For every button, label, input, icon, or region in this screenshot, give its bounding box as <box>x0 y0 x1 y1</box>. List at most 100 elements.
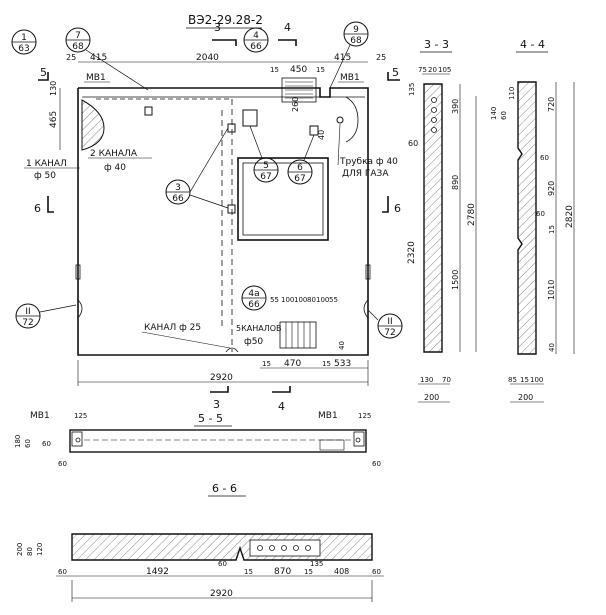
s5-label-mb1-left: МВ1 <box>30 411 50 421</box>
callout-3-66: 3 66 <box>165 127 229 209</box>
section-3-3: 3 - 3 75 20 105 135 390 60 890 2780 2320… <box>407 38 477 403</box>
label-dlya-gaza: ДЛЯ ГАЗА <box>342 169 389 179</box>
callout-9-sheet: 68 <box>350 36 362 46</box>
callout-3-number: 3 <box>175 183 181 193</box>
s5-dim-60-d: 60 <box>372 460 381 468</box>
callout-4-sheet: 66 <box>250 42 262 52</box>
s5-label-mb1-right: МВ1 <box>318 411 338 421</box>
dim-15-c: 15 <box>262 360 271 368</box>
callouts: 1 63 7 68 4 66 9 68 3 66 <box>11 21 403 339</box>
hatched-insert <box>81 99 105 151</box>
s5-dim-60-b: 60 <box>42 440 51 448</box>
bottom-channels <box>279 321 317 349</box>
section-4-4-title: 4 - 4 <box>520 38 545 51</box>
section-markers: 3 4 5 5 6 6 3 4 <box>34 21 401 413</box>
dim-130: 130 <box>49 81 58 96</box>
s3-dim-60: 60 <box>408 139 418 148</box>
s3-dim-130: 130 <box>420 376 433 384</box>
s3-dim-2320: 2320 <box>407 241 417 264</box>
callout-9-68: 9 68 <box>329 21 369 89</box>
label-mb1-left: МВ1 <box>86 73 106 83</box>
s6-dim-60-c: 60 <box>372 568 381 576</box>
label-phi50-bottom: ф50 <box>244 337 263 347</box>
callout-7-68: 7 68 <box>65 27 149 91</box>
callout-II-72-left: II 72 <box>15 303 77 329</box>
callout-6-sheet: 67 <box>294 174 305 184</box>
s3-dim-390: 390 <box>451 99 460 114</box>
callout-4-number: 4 <box>253 31 259 41</box>
s6-dim-120: 120 <box>36 543 44 556</box>
s6-dim-15-a: 15 <box>244 568 253 576</box>
s3-dim-2780: 2780 <box>467 203 477 226</box>
callout-5-67: 5 67 <box>249 125 279 183</box>
dim-40-b: 40 <box>338 341 346 350</box>
s4-dim-1010: 1010 <box>547 280 556 300</box>
s4-dim-85: 85 <box>508 376 517 384</box>
label-2-kanala: 2 КАНАЛА <box>90 149 138 159</box>
section-mark-3-top: 3 <box>214 21 221 34</box>
callout-II-left-number: II <box>25 307 30 317</box>
dim-533: 533 <box>334 359 351 369</box>
s3-dim-135: 135 <box>408 83 416 96</box>
section-mark-5-left: 5 <box>40 66 47 79</box>
main-elevation <box>75 77 371 356</box>
section-mark-6-left: 6 <box>34 202 41 215</box>
s5-dim-60-c: 60 <box>58 460 67 468</box>
s4-dim-100: 100 <box>530 376 543 384</box>
section-5-5-title: 5 - 5 <box>198 412 223 425</box>
label-mb1-right: МВ1 <box>340 73 360 83</box>
s4-dim-40: 40 <box>548 343 556 352</box>
callout-1-sheet: 63 <box>18 44 29 54</box>
s4-dim-60-b: 60 <box>540 154 549 162</box>
dim-415-left: 415 <box>90 53 107 63</box>
vent-grille <box>281 77 317 103</box>
main-dimensions: 25 415 2040 15 450 15 415 25 130 465 260… <box>49 53 386 386</box>
s3-dim-1500: 1500 <box>451 270 460 290</box>
callout-II-72-right: II 72 <box>367 309 403 339</box>
s4-dim-140: 140 <box>490 107 498 120</box>
s4-dim-110: 110 <box>508 87 516 100</box>
label-trubka: Трубка ф 40 <box>339 157 398 167</box>
section-5-5: 5 - 5 МВ1 МВ1 125 125 180 60 60 60 60 <box>14 411 381 468</box>
s6-dim-200: 200 <box>16 543 24 556</box>
s5-dim-180: 180 <box>14 435 22 448</box>
s4-dim-920: 920 <box>547 181 556 196</box>
s6-dim-60-b: 60 <box>218 560 227 568</box>
callout-6-number: 6 <box>297 163 303 173</box>
dim-15-b: 15 <box>316 66 325 74</box>
callout-1-63: 1 63 <box>11 29 37 55</box>
s4-dim-2820: 2820 <box>565 205 575 228</box>
dim-260: 260 <box>291 97 300 112</box>
dim-55-a: 55 <box>270 296 279 304</box>
label-kanal-25: КАНАЛ ф 25 <box>144 323 201 333</box>
label-phi40: ф 40 <box>104 163 126 173</box>
section-6-6: 6 - 6 200 80 120 60 1492 60 15 870 15 13… <box>16 482 384 602</box>
callout-1-number: 1 <box>21 33 27 43</box>
dim-25-right: 25 <box>376 53 386 62</box>
s4-dim-200: 200 <box>518 393 533 402</box>
callout-4-66: 4 66 <box>243 27 269 53</box>
callout-7-sheet: 68 <box>72 42 84 52</box>
s6-dim-15-b: 15 <box>304 568 313 576</box>
dim-40: 40 <box>317 130 326 140</box>
s6-dim-1492: 1492 <box>146 567 169 577</box>
callout-7-number: 7 <box>75 31 81 41</box>
callout-II-right-sheet: 72 <box>384 328 395 338</box>
dim-2920-main: 2920 <box>210 373 233 383</box>
callout-4a-sheet: 66 <box>248 300 260 310</box>
callout-4a-66: 4а 66 <box>241 285 267 311</box>
dim-100-b: 100 <box>294 296 307 304</box>
s5-dim-60-a: 60 <box>24 439 32 448</box>
s4-dim-60-c: 60 <box>536 210 545 218</box>
s6-dim-80: 80 <box>26 547 34 556</box>
s6-dim-135: 135 <box>310 560 323 568</box>
callout-5-number: 5 <box>263 161 269 171</box>
s3-dim-20: 20 <box>428 66 437 74</box>
section-mark-6-right: 6 <box>394 202 401 215</box>
callout-4a-number: 4а <box>248 289 259 299</box>
label-phi50: ф 50 <box>34 171 56 181</box>
labels: МВ1 МВ1 1 КАНАЛ ф 50 2 КАНАЛА ф 40 Трубк… <box>24 73 398 349</box>
s6-dim-870: 870 <box>274 567 291 577</box>
section-mark-4-top: 4 <box>284 21 291 34</box>
